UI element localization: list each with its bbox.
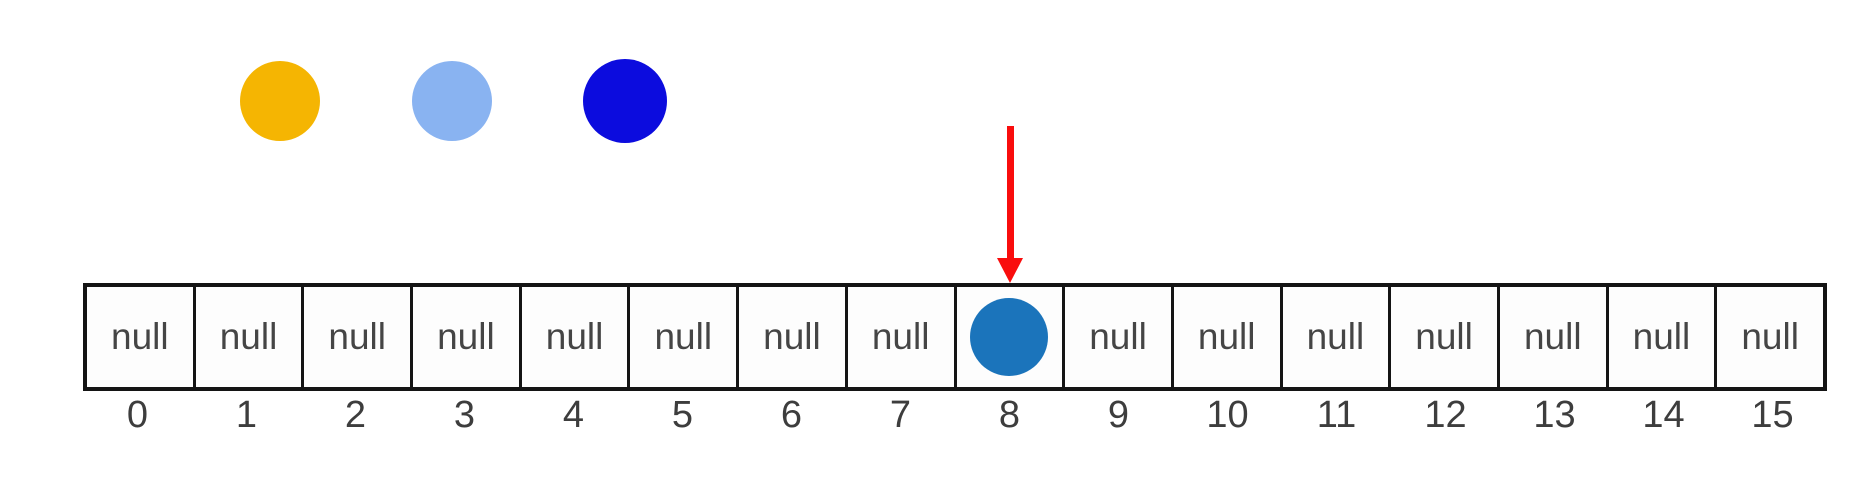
index-label-4: 4 xyxy=(562,394,585,436)
array-cell-13: null xyxy=(1500,287,1609,387)
array-cell-2: null xyxy=(304,287,414,387)
array-cell-11: null xyxy=(1283,287,1392,387)
legend-yellow-circle-icon xyxy=(240,61,320,141)
array-cell-8 xyxy=(957,287,1066,387)
legend-light-blue-circle-icon xyxy=(412,61,492,141)
array-cell-15: null xyxy=(1741,316,1799,357)
index-label-13: 13 xyxy=(1533,394,1576,436)
arrow-head xyxy=(997,258,1023,283)
index-label-15: 15 xyxy=(1751,394,1794,436)
legend-dark-blue-circle-icon xyxy=(583,59,667,143)
array-container: null null null null null null null null … xyxy=(83,283,1827,391)
index-label-11: 11 xyxy=(1316,394,1357,436)
index-label-14: 14 xyxy=(1642,394,1685,436)
index-label-6: 6 xyxy=(780,394,803,436)
index-label-10: 10 xyxy=(1206,394,1249,436)
index-label-7: 7 xyxy=(889,394,912,436)
array-cell-0: null xyxy=(87,287,196,387)
stored-item-circle-icon xyxy=(970,298,1049,376)
array-cell-5: null xyxy=(630,287,740,387)
arrow-shaft xyxy=(1007,126,1014,259)
array-cell-4: null xyxy=(522,287,631,387)
array-cell-1: null xyxy=(196,287,305,387)
array-cell-6: null xyxy=(739,287,848,387)
index-label-9: 9 xyxy=(1107,394,1130,436)
index-label-8: 8 xyxy=(998,394,1021,436)
index-label-1: 1 xyxy=(235,394,258,436)
index-row: 0 1 2 3 4 5 6 7 8 9 10 11 12 13 14 15 xyxy=(83,394,1827,436)
index-label-12: 12 xyxy=(1424,394,1467,436)
array-cell-7: null xyxy=(848,287,957,387)
index-label-0: 0 xyxy=(126,394,149,436)
index-label-3: 3 xyxy=(453,394,476,436)
index-label-5: 5 xyxy=(671,394,694,436)
array-cell-10: null xyxy=(1174,287,1283,387)
index-label-2: 2 xyxy=(344,394,367,436)
array-cell-9: null xyxy=(1065,287,1174,387)
array-cell-3: null xyxy=(413,287,522,387)
array-cell-14: null xyxy=(1609,287,1718,387)
array-cell-12: null xyxy=(1391,287,1500,387)
